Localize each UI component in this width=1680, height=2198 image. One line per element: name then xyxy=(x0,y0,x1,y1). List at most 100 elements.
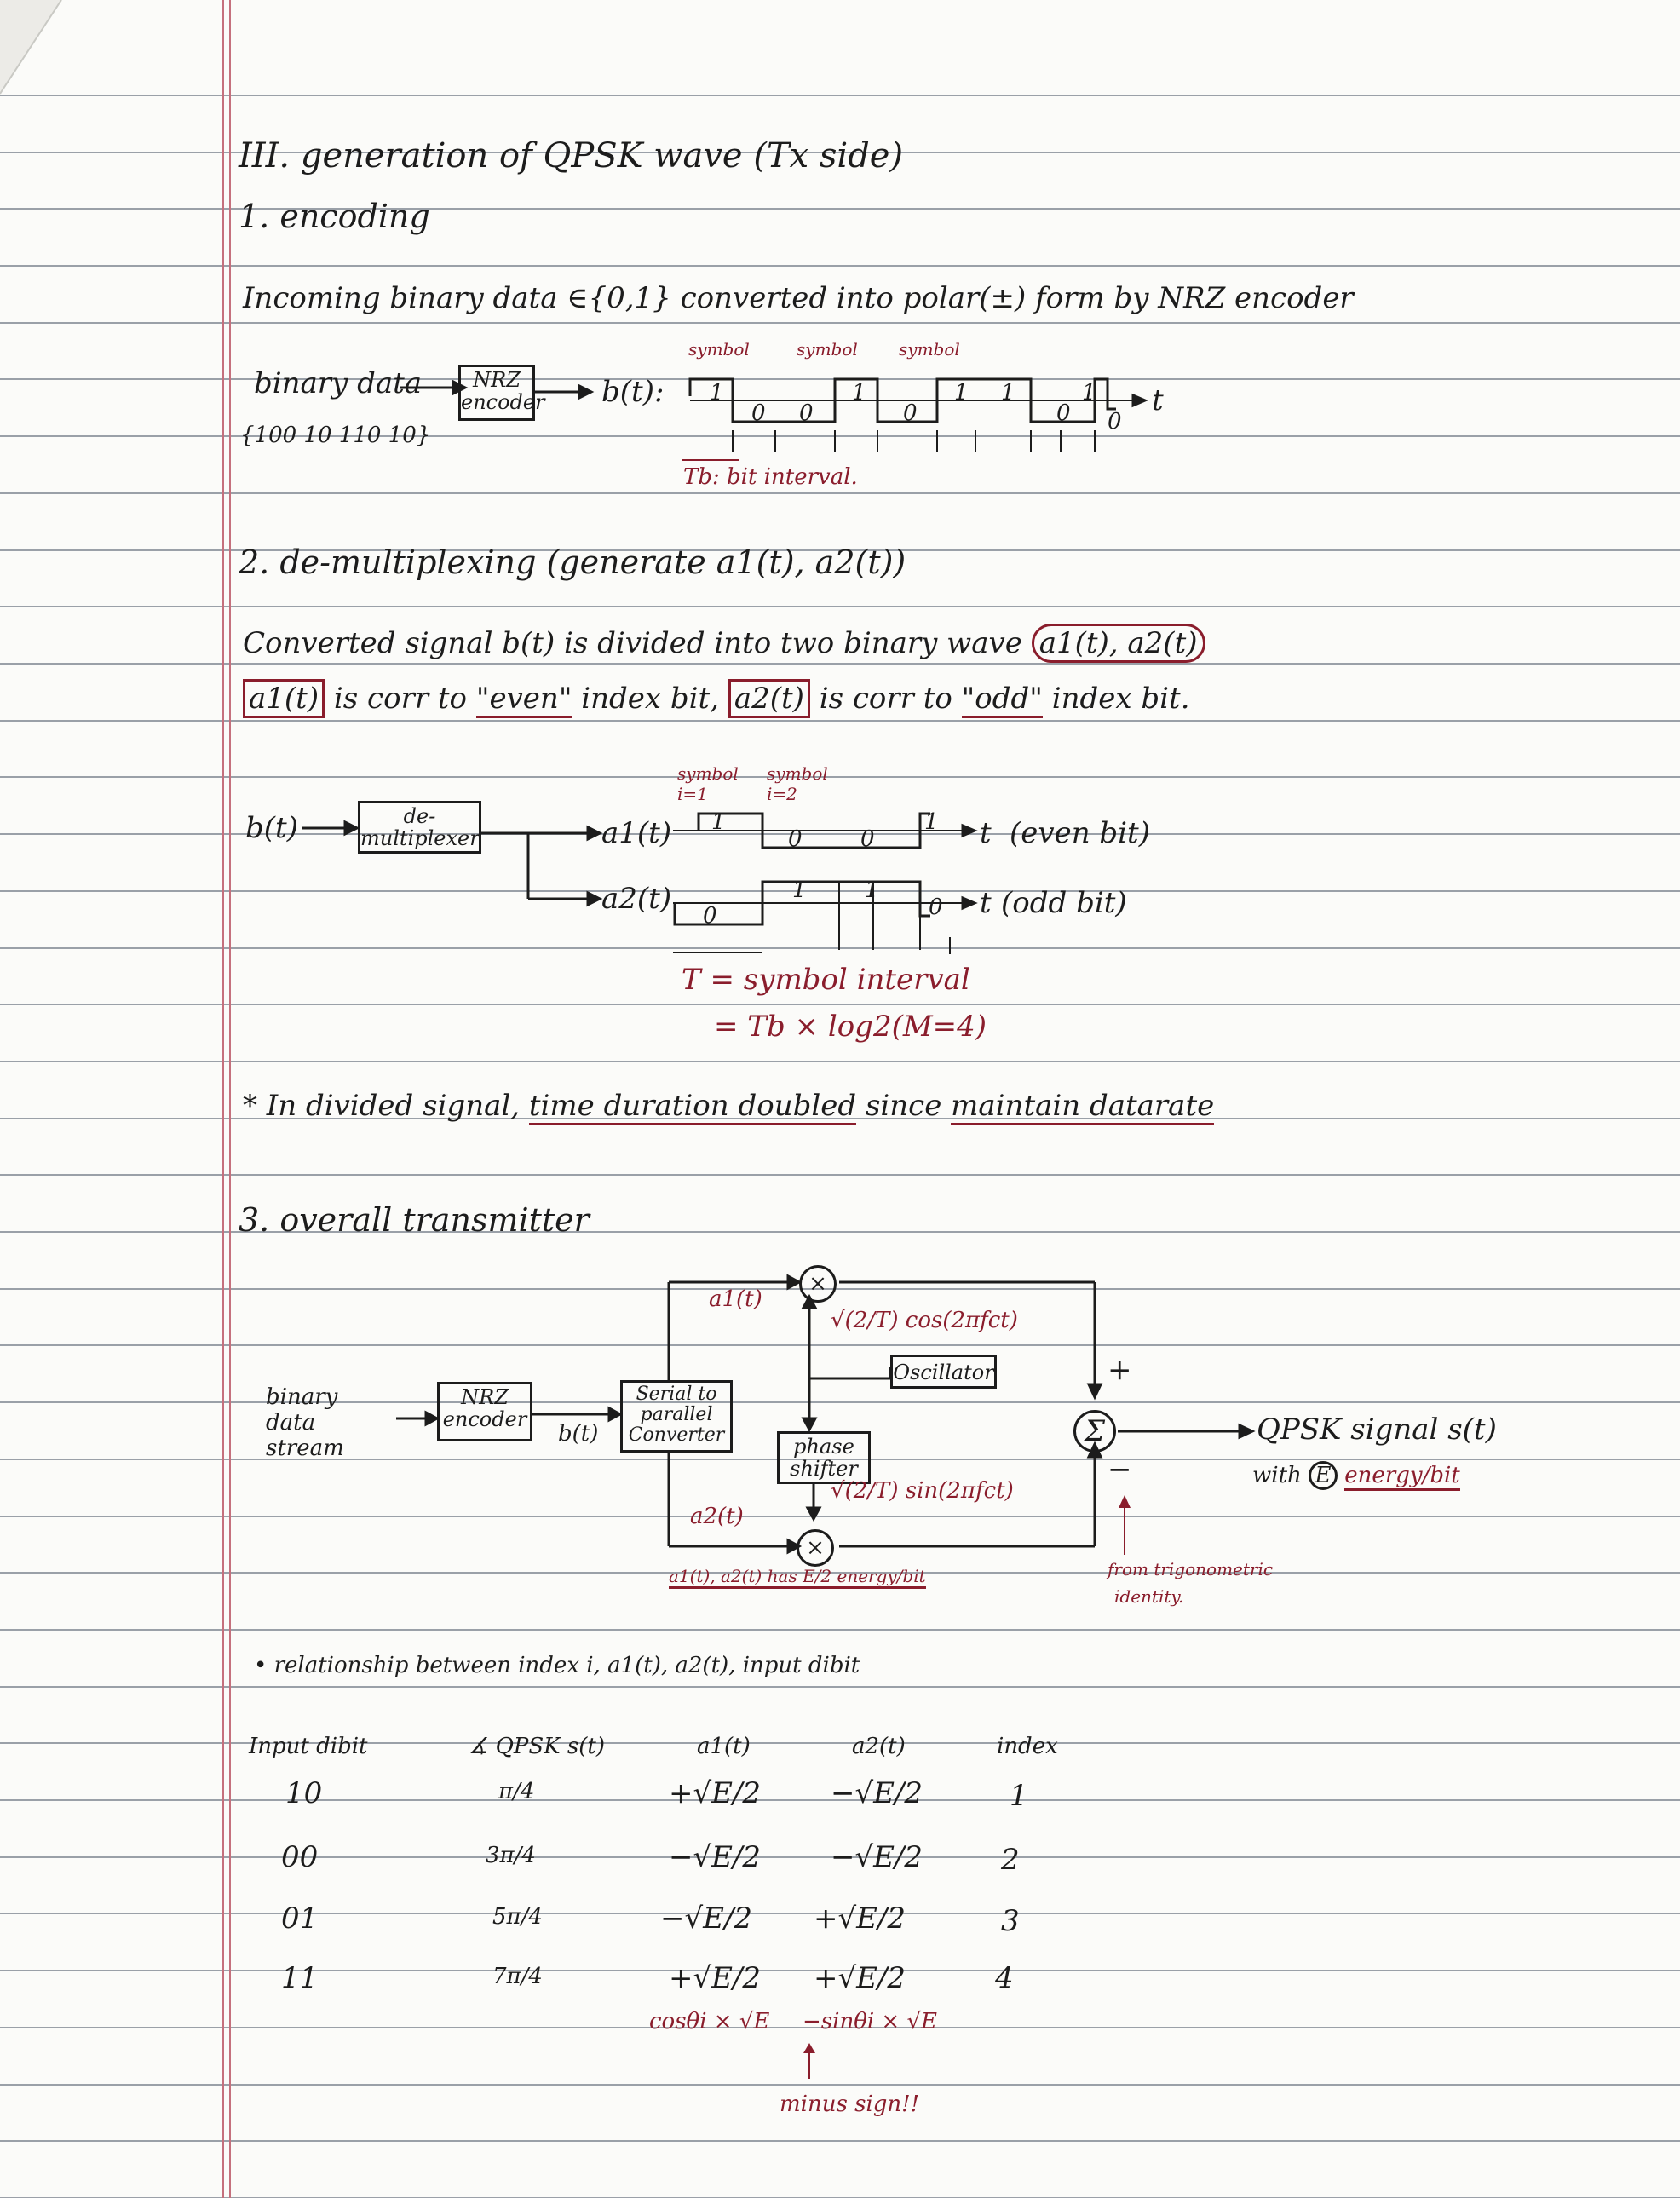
nrz-encoder-box: NRZ encoder xyxy=(458,365,545,421)
binary-data-bits: {100 10 110 10} xyxy=(240,423,431,448)
sin-footnote: −sinθi × √E xyxy=(803,2009,938,2034)
bit-value: 1 xyxy=(852,380,866,406)
demux-text: index bit, xyxy=(581,682,720,716)
multiplier-bottom: × xyxy=(797,1529,834,1567)
sin-carrier-label: √(2/T) sin(2πfct) xyxy=(831,1478,1014,1504)
demux-diagram xyxy=(302,812,978,954)
bit-value: 0 xyxy=(799,400,814,426)
plus-sign: + xyxy=(1108,1353,1132,1387)
table-cell: 2 xyxy=(1001,1843,1020,1877)
even-bit-label: (even bit) xyxy=(1010,816,1150,850)
a1-a2-circled: a1(t), a2(t) xyxy=(1031,624,1205,663)
energy-bit-text: energy/bit xyxy=(1344,1463,1460,1491)
minus-sign: − xyxy=(1108,1453,1132,1487)
binary-stream-label: binary data stream xyxy=(266,1384,344,1461)
bit-value: 0 xyxy=(751,400,766,426)
table-cell: 10 xyxy=(285,1776,323,1810)
note-text: since xyxy=(865,1089,942,1123)
bit-value: 1 xyxy=(1001,380,1015,406)
qpsk-output-label: QPSK signal s(t) xyxy=(1257,1413,1497,1447)
oscillator-box: Oscillator xyxy=(890,1355,997,1389)
demux-line1: Converted signal b(t) is divided into tw… xyxy=(243,624,1205,663)
table-header: a1(t) xyxy=(697,1734,751,1759)
a2-bit: 1 xyxy=(865,877,879,903)
t-axis-label: t xyxy=(980,886,992,920)
table-cell: 7π/4 xyxy=(492,1964,543,1989)
demux-line1-text: Converted signal b(t) is divided into tw… xyxy=(243,626,1022,660)
encoding-description: Incoming binary data ∈{0,1} converted in… xyxy=(243,281,1354,315)
summer-circle: Σ xyxy=(1073,1410,1116,1453)
symbol-label-3: symbol xyxy=(899,339,960,360)
table-header: index xyxy=(997,1734,1058,1759)
minus-sign-note: minus sign!! xyxy=(780,2092,920,2117)
demux-text: index bit. xyxy=(1051,682,1190,716)
table-cell: 1 xyxy=(1010,1779,1028,1813)
bit-value: 1 xyxy=(1082,380,1096,406)
table-cell: −√E/2 xyxy=(831,1840,923,1874)
a2-boxed: a2(t) xyxy=(728,679,810,718)
relationship-heading: • relationship between index i, a1(t), a… xyxy=(254,1653,860,1678)
bt-label: b(t): xyxy=(601,375,665,409)
energy-note: a1(t), a2(t) has E/2 energy/bit xyxy=(669,1566,926,1589)
tb-label: Tb: bit interval. xyxy=(683,464,858,490)
phase-shifter-box: phase shifter xyxy=(777,1431,871,1484)
table-header: Input dibit xyxy=(249,1734,368,1759)
a1-bit: 0 xyxy=(860,826,875,852)
table-cell: 3π/4 xyxy=(486,1843,536,1868)
symbol-interval-formula: = Tb × log2(M=4) xyxy=(714,1010,987,1044)
a2-label: a2(t) xyxy=(601,882,672,916)
with-text: with xyxy=(1252,1463,1302,1488)
symbol-i1-label: symbol i=1 xyxy=(677,763,739,804)
a1-label: a1(t) xyxy=(601,816,672,850)
trig-note-2: identity. xyxy=(1114,1586,1184,1607)
symbol-label-2: symbol xyxy=(797,339,858,360)
demux-bt-label: b(t) xyxy=(245,811,298,845)
symbol-interval-def: T = symbol interval xyxy=(682,963,970,997)
encoding-diagram xyxy=(400,377,1148,461)
table-cell: +√E/2 xyxy=(669,1776,762,1810)
table-cell: 3 xyxy=(1001,1904,1020,1938)
demultiplexer-box: de-multiplexer xyxy=(358,801,481,854)
table-cell: −√E/2 xyxy=(831,1776,923,1810)
serial-parallel-converter-box: Serial to parallel Converter xyxy=(620,1380,733,1453)
energy-per-bit-label: with E energy/bit xyxy=(1252,1461,1460,1491)
a2-bit: 0 xyxy=(703,903,717,929)
cos-carrier-label: √(2/T) cos(2πfct) xyxy=(831,1308,1018,1333)
table-cell: +√E/2 xyxy=(814,1961,906,1995)
odd-bit-label: (odd bit) xyxy=(1001,886,1127,920)
t-axis-label: t xyxy=(1152,383,1164,417)
tx-a1-label: a1(t) xyxy=(709,1286,762,1312)
table-cell: π/4 xyxy=(498,1779,535,1804)
table-cell: 4 xyxy=(995,1961,1014,1995)
trig-note-1: from trigonometric xyxy=(1108,1559,1274,1579)
table-header: ∡ QPSK s(t) xyxy=(469,1734,605,1759)
transmitter-heading: 3. overall transmitter xyxy=(239,1201,590,1239)
divided-signal-note: * In divided signal, time duration doubl… xyxy=(243,1089,1215,1125)
table-cell: 00 xyxy=(281,1840,319,1874)
symbol-i2-label: symbol i=2 xyxy=(767,763,828,804)
E-circled: E xyxy=(1309,1461,1338,1490)
a1-boxed: a1(t) xyxy=(243,679,325,718)
bit-value: 1 xyxy=(710,380,724,406)
tx-bt-label: b(t) xyxy=(558,1421,599,1447)
even-underlined: "even" xyxy=(475,682,572,718)
section-title: III. generation of QPSK wave (Tx side) xyxy=(239,136,904,175)
table-cell: 11 xyxy=(281,1961,319,1995)
multiplier-top: × xyxy=(799,1265,837,1303)
a1-bit: 0 xyxy=(788,826,803,852)
table-cell: +√E/2 xyxy=(814,1902,906,1936)
bit-value: 0 xyxy=(1056,400,1071,426)
maintain-datarate: maintain datarate xyxy=(951,1089,1215,1125)
binary-data-label: binary data xyxy=(254,366,423,400)
tx-a2-label: a2(t) xyxy=(690,1504,744,1529)
t-axis-label: t xyxy=(980,816,992,850)
a2-bit: 1 xyxy=(792,877,807,903)
note-text: * In divided signal, xyxy=(243,1089,521,1123)
a1-bit: 1 xyxy=(924,809,939,835)
a1-bit: 1 xyxy=(711,809,726,835)
cos-footnote: cosθi × √E xyxy=(649,2009,770,2034)
odd-underlined: "odd" xyxy=(961,682,1043,718)
a2-bit: 0 xyxy=(929,895,943,920)
bit-value: 1 xyxy=(954,380,969,406)
nrz-encoder-box-2: NRZ encoder xyxy=(437,1382,532,1441)
